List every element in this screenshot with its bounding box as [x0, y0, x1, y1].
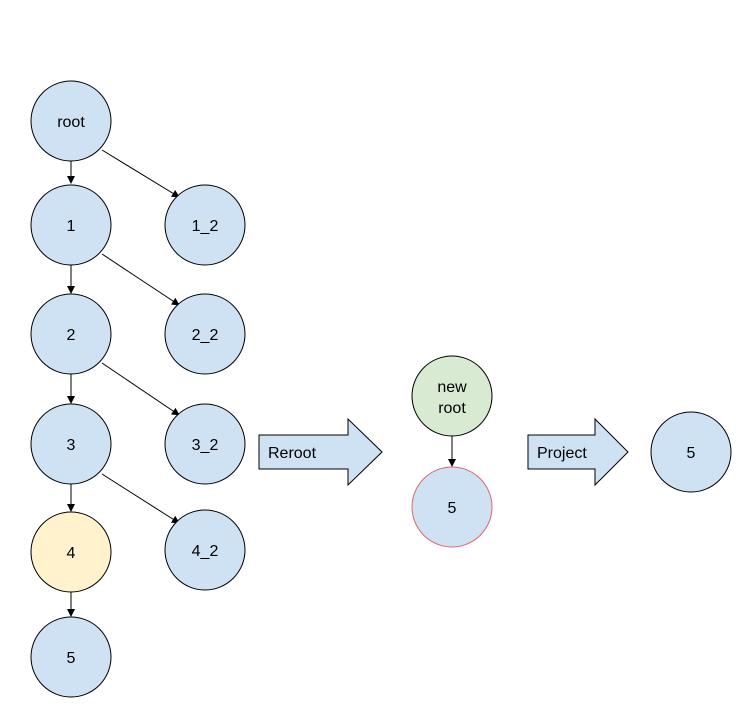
edge-1-2_2 — [101, 253, 180, 306]
project-arrow-label: Project — [537, 445, 587, 462]
node-1: 1 — [30, 184, 112, 266]
node-1_2: 1_2 — [164, 184, 246, 266]
node-1-label: 1 — [67, 218, 76, 235]
node-4-highlighted: 4 — [30, 511, 112, 593]
edge-root-1_2 — [101, 149, 180, 198]
node-new-root-label-line1: new — [437, 379, 467, 396]
node-4_2-label: 4_2 — [192, 543, 219, 560]
edge-2-3_2 — [101, 362, 180, 416]
node-5-projected: 5 — [650, 411, 732, 493]
node-new-root: new root — [411, 355, 493, 437]
node-2: 2 — [30, 293, 112, 375]
node-root: root — [30, 80, 112, 162]
reroot-arrow: Reroot — [258, 417, 383, 487]
node-3_2: 3_2 — [164, 403, 246, 485]
node-1_2-label: 1_2 — [192, 218, 219, 235]
node-root-label: root — [57, 114, 85, 131]
node-new-root-label-line2: root — [438, 400, 466, 417]
node-3_2-label: 3_2 — [192, 437, 219, 454]
edge-3-4_2 — [101, 473, 180, 524]
node-2-label: 2 — [67, 327, 76, 344]
reroot-arrow-label: Reroot — [268, 445, 317, 462]
node-5-rerooted: 5 — [411, 466, 493, 548]
node-5-label: 5 — [67, 650, 76, 667]
node-3-label: 3 — [67, 437, 76, 454]
node-2_2-label: 2_2 — [192, 327, 219, 344]
node-4_2: 4_2 — [164, 509, 246, 591]
node-4-label: 4 — [67, 545, 76, 562]
project-arrow: Project — [527, 417, 629, 487]
node-5: 5 — [30, 616, 112, 698]
node-3: 3 — [30, 403, 112, 485]
left-tree-edges — [67, 149, 180, 617]
middle-tree: new root 5 — [411, 355, 493, 548]
node-2_2: 2_2 — [164, 293, 246, 375]
node-5-rerooted-label: 5 — [448, 500, 457, 517]
node-5-projected-label: 5 — [687, 445, 696, 462]
